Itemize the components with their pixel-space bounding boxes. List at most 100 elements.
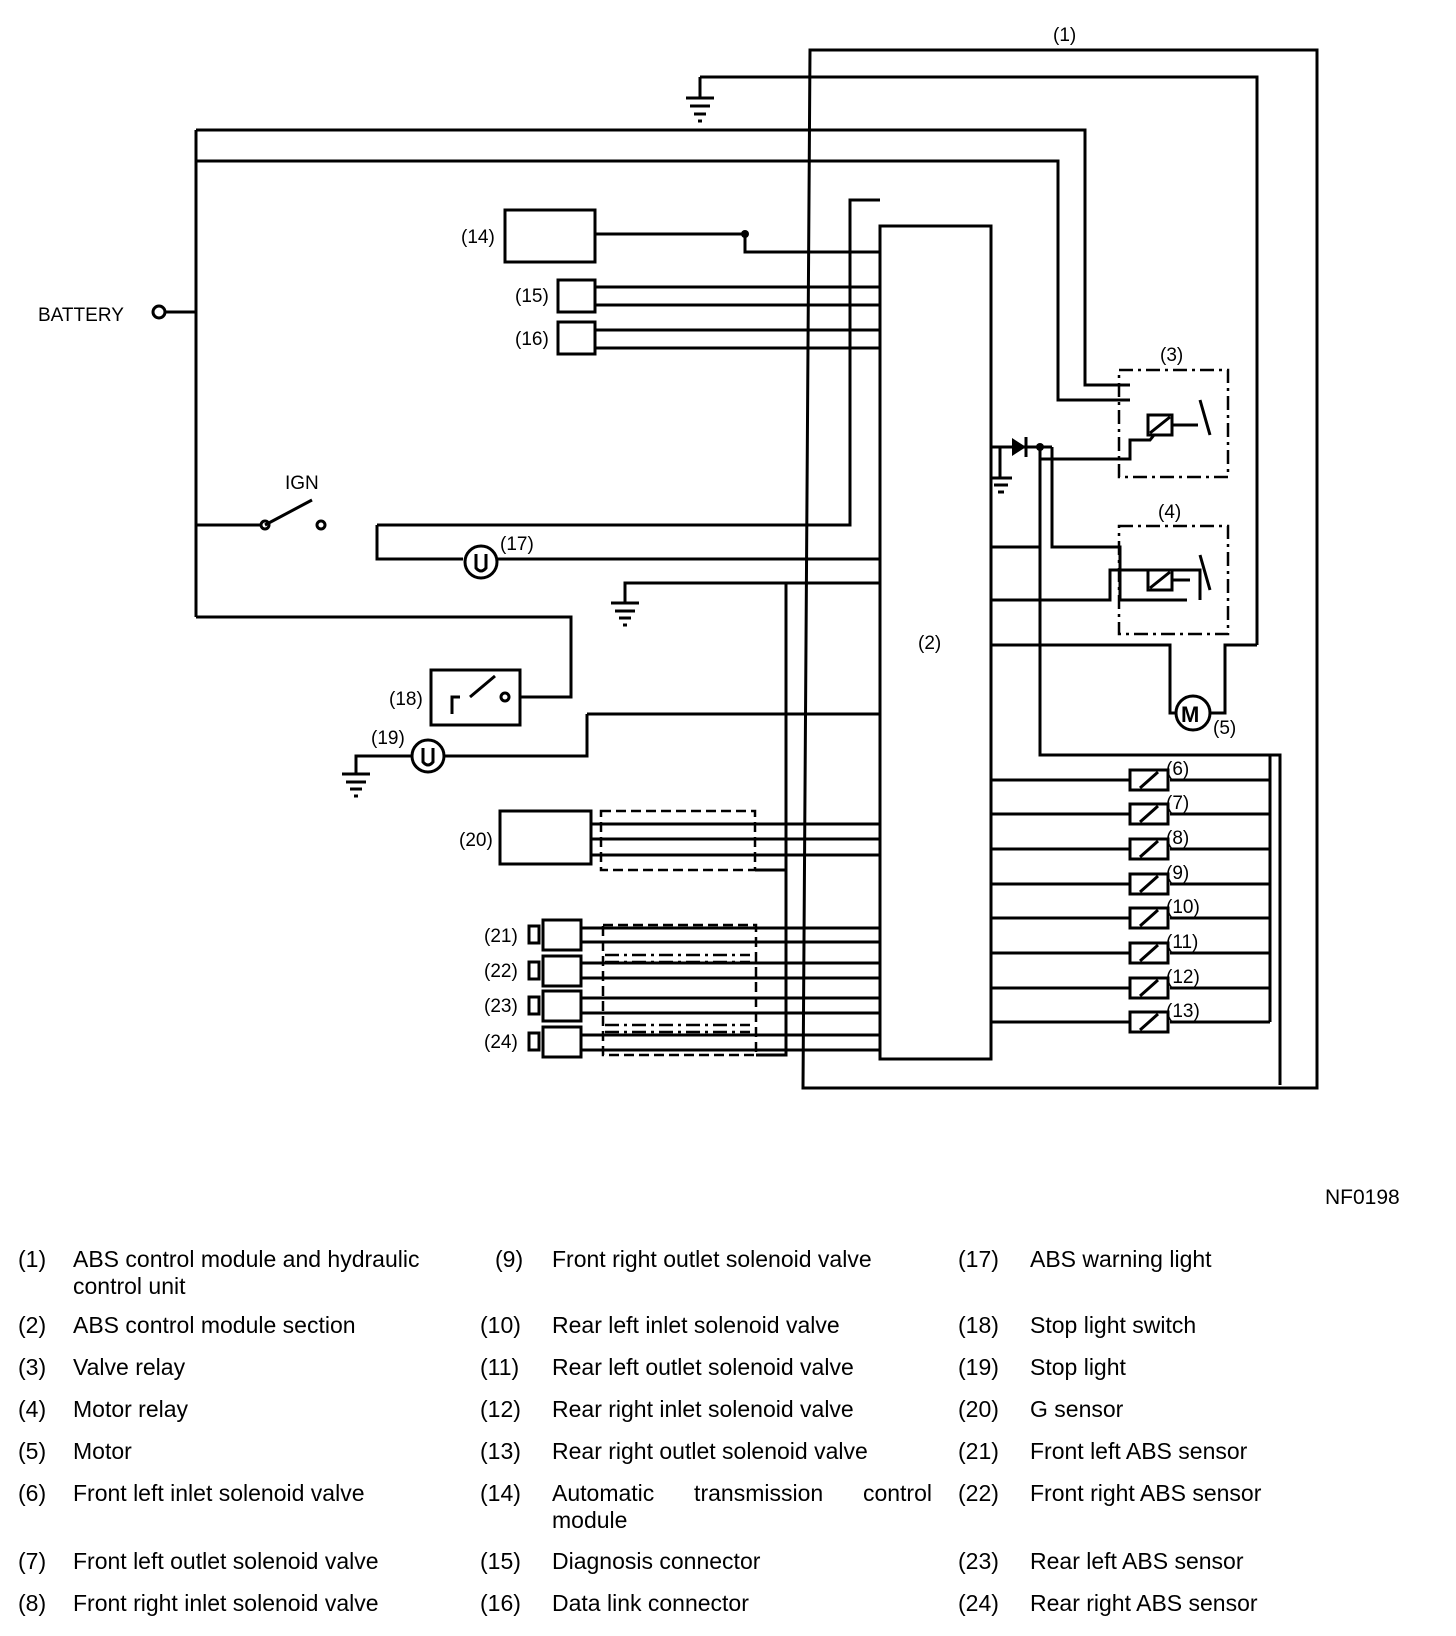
- label-22: (22): [484, 961, 518, 982]
- label-21: (21): [484, 926, 518, 947]
- abs-sensor-24-icon: [527, 1025, 583, 1059]
- label-20: (20): [459, 830, 493, 851]
- solenoid-valves: [991, 755, 1272, 1024]
- solenoid-valve-11-icon: [1128, 941, 1170, 965]
- legend-text: Diagnosis connector: [552, 1548, 761, 1574]
- abs-sensor-22-icon: [527, 954, 583, 988]
- label-14: (14): [461, 227, 495, 248]
- figure-code: NF0198: [1325, 1186, 1400, 1209]
- svg-text:M: M: [1181, 702, 1199, 727]
- legend-text: Stop light: [1030, 1354, 1126, 1380]
- legend-text: G sensor: [1030, 1396, 1124, 1422]
- legend-text: Front left ABS sensor: [1030, 1438, 1248, 1464]
- legend-text: Data link connector: [552, 1590, 749, 1616]
- abs-wiring-diagram: (1) BATTERY IGN (17) (14) (15) (: [38, 25, 1319, 1090]
- g-sensor-box: [498, 809, 593, 866]
- legend-text: Rear right outlet solenoid valve: [552, 1438, 868, 1464]
- motor-icon: M: [1168, 645, 1227, 732]
- label-3: (3): [1160, 345, 1183, 366]
- legend-num: (19): [958, 1354, 999, 1380]
- label-11: (11): [1166, 932, 1198, 953]
- solenoid-valve-12-icon: [1128, 976, 1170, 1000]
- label-23: (23): [484, 996, 518, 1017]
- solenoid-valve-13-icon: [1128, 1010, 1170, 1034]
- battery-feed-1: [196, 128, 1130, 387]
- label-13: (13): [1166, 1001, 1200, 1022]
- legend-text: Front left inlet solenoid valve: [73, 1480, 365, 1506]
- battery-feed-3: [196, 615, 573, 699]
- legend-num: (11): [480, 1354, 520, 1380]
- label-16: (16): [515, 329, 549, 350]
- label-19: (19): [371, 728, 405, 749]
- legend-num: (18): [958, 1312, 999, 1338]
- label-24: (24): [484, 1032, 518, 1053]
- legend-text: Rear left inlet solenoid valve: [552, 1312, 840, 1338]
- legend-text: Motor: [73, 1438, 132, 1464]
- solenoid-valve-9-icon: [1128, 872, 1170, 896]
- legend-num: (15): [480, 1548, 521, 1574]
- legend-text: Automatic transmission control module: [552, 1480, 932, 1533]
- solenoid-valve-8-icon: [1128, 837, 1170, 861]
- legend-num: (2): [18, 1312, 47, 1338]
- legend-text: ABS warning light: [1030, 1246, 1212, 1272]
- label-15: (15): [515, 286, 549, 307]
- atcm-box: [503, 208, 597, 264]
- legend-num: (5): [18, 1438, 47, 1464]
- label-5: (5): [1213, 718, 1236, 739]
- valve-relay-box: [1117, 368, 1230, 479]
- label-7: (7): [1166, 793, 1189, 814]
- legend-text: ABS control module and hydraulic control…: [73, 1246, 420, 1299]
- legend-num: (3): [18, 1354, 47, 1380]
- legend-text: Front right outlet solenoid valve: [552, 1246, 872, 1272]
- ground-top-icon: [686, 75, 1259, 645]
- data-link-connector-box: [556, 320, 597, 356]
- legend-num: (6): [18, 1480, 47, 1506]
- legend-text: Motor relay: [73, 1396, 189, 1422]
- ign-branch: [375, 525, 463, 561]
- abs-unit-outline: [801, 48, 1319, 1090]
- label-4: (4): [1158, 502, 1181, 523]
- stop-light-icon: [410, 738, 446, 774]
- legend-text: Rear right inlet solenoid valve: [552, 1396, 854, 1422]
- legend-num: (9): [495, 1246, 524, 1272]
- label-9: (9): [1166, 863, 1189, 884]
- abs-sensor-21-icon: [527, 918, 583, 952]
- diode-icon: [990, 437, 1040, 494]
- motor-relay-box: [1117, 524, 1230, 636]
- legend-text: Stop light switch: [1030, 1312, 1197, 1338]
- legend-num: (8): [18, 1590, 47, 1616]
- legend-num: (23): [958, 1548, 999, 1574]
- legend-text: Valve relay: [73, 1354, 186, 1380]
- abs-warning-light-icon: [463, 544, 499, 580]
- label-8: (8): [1166, 828, 1189, 849]
- battery-label: BATTERY: [38, 305, 124, 326]
- legend-num: (20): [958, 1396, 999, 1422]
- label-2: (2): [918, 633, 941, 654]
- legend-text: Rear left ABS sensor: [1030, 1548, 1244, 1574]
- label-18: (18): [389, 689, 423, 710]
- label-12: (12): [1166, 967, 1200, 988]
- ign-wire: [377, 198, 880, 527]
- legend-num: (22): [958, 1480, 999, 1506]
- ground-stoplight-icon: [342, 754, 412, 798]
- valve-relay-coil-icon: [1146, 399, 1212, 437]
- solenoid-valve-7-icon: [1128, 802, 1170, 826]
- legend-num: (4): [18, 1396, 47, 1422]
- legend-text: Rear left outlet solenoid valve: [552, 1354, 854, 1380]
- legend-num: (12): [480, 1396, 521, 1422]
- motor-relay-coil-icon: [1146, 554, 1212, 592]
- legend-num: (21): [958, 1438, 999, 1464]
- label-10: (10): [1166, 897, 1200, 918]
- battery-feed-2: [196, 159, 1130, 402]
- legend-num: (7): [18, 1548, 47, 1574]
- legend-num: (14): [480, 1480, 521, 1506]
- control-module-section: [878, 224, 993, 1061]
- legend-text: Front right ABS sensor: [1030, 1480, 1262, 1506]
- label-1: (1): [1053, 25, 1076, 46]
- legend-text: Front left outlet solenoid valve: [73, 1548, 379, 1574]
- ground-mid-icon: [611, 581, 880, 627]
- legend-text: Front right inlet solenoid valve: [73, 1590, 379, 1616]
- label-6: (6): [1166, 759, 1189, 780]
- battery-terminal-icon: [151, 304, 167, 320]
- legend-text: Rear right ABS sensor: [1030, 1590, 1258, 1616]
